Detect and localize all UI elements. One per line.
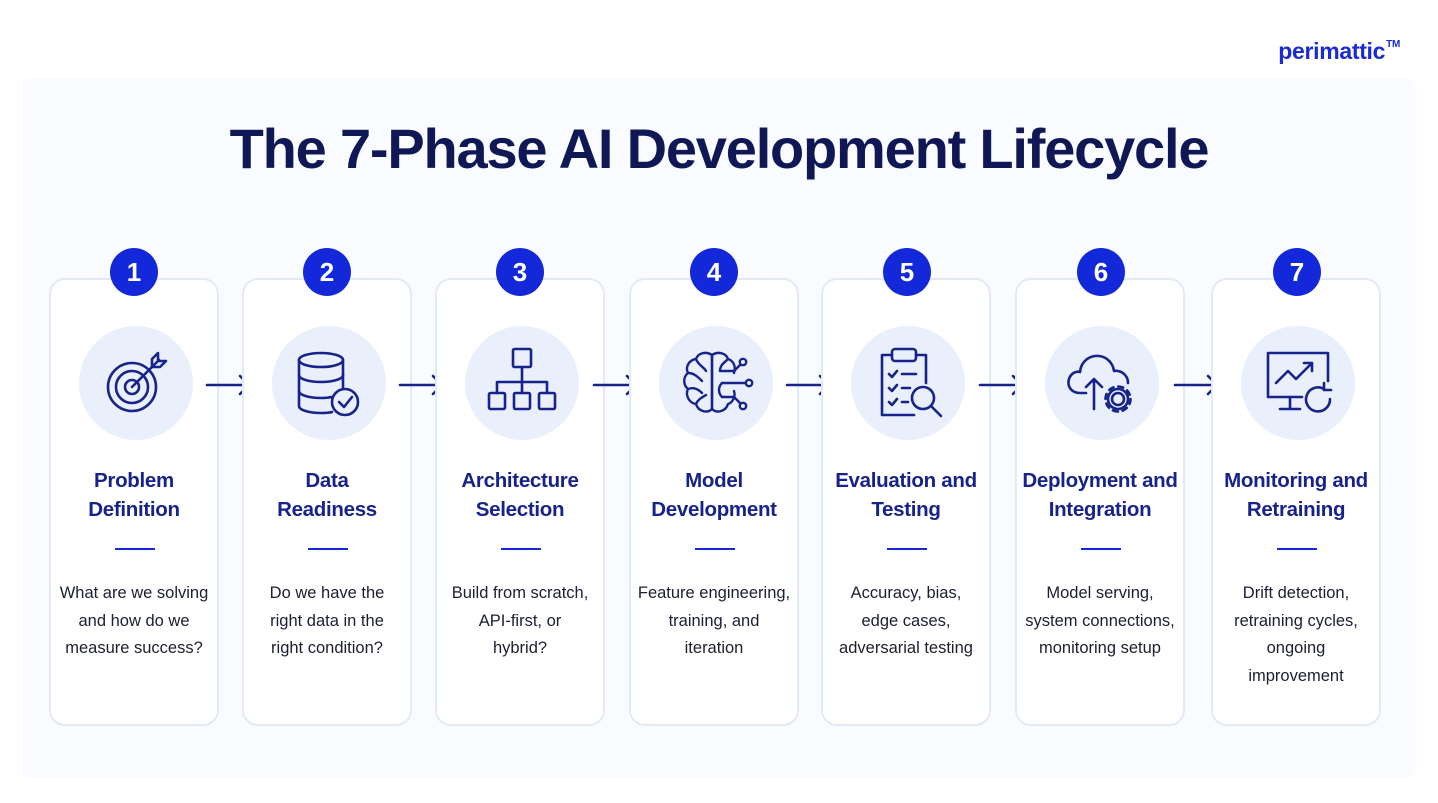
phase-description: Accuracy, bias,edge cases,adversarial te…: [839, 584, 973, 657]
phase-number-badge-6: 6: [1077, 248, 1125, 296]
divider: [501, 548, 541, 550]
phase-number-badge-1: 1: [110, 248, 158, 296]
target-icon: [106, 351, 168, 413]
hierarchy-icon: [487, 347, 557, 411]
divider: [308, 548, 348, 550]
phase-number-badge-7: 7: [1273, 248, 1321, 296]
divider: [695, 548, 735, 550]
database-check-icon: [297, 351, 360, 417]
phase-description: Model serving,system connections,monitor…: [1025, 584, 1175, 657]
phase-number-badge-3: 3: [496, 248, 544, 296]
monitor-chart-refresh-icon: [1266, 351, 1333, 413]
phase-description: Drift detection,retraining cycles,ongoin…: [1234, 584, 1358, 685]
brand-logo: perimatticTM: [1278, 38, 1400, 64]
divider: [1081, 548, 1121, 550]
divider: [1277, 548, 1317, 550]
divider: [115, 548, 155, 550]
phase-number-badge-5: 5: [883, 248, 931, 296]
cloud-upload-gear-icon: [1067, 354, 1132, 413]
phase-number-badge-4: 4: [690, 248, 738, 296]
page-title: The 7-Phase AI Development Lifecycle: [229, 117, 1210, 180]
divider: [887, 548, 927, 550]
clipboard-search-icon: [880, 347, 943, 418]
phase-number-badge-2: 2: [303, 248, 351, 296]
brain-circuit-icon: [683, 351, 754, 413]
